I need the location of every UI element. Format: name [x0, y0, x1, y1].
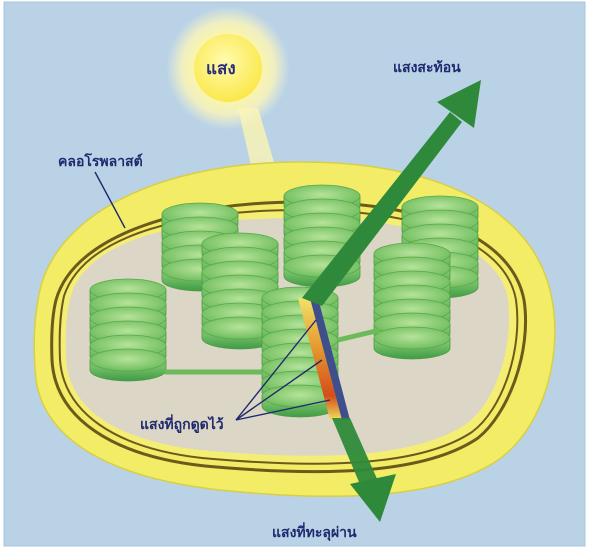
reflected-light-arrow: [302, 80, 481, 306]
absorbed-light-label: แสงที่ถูกดูดไว้: [140, 417, 224, 433]
grana-stacks: [89, 184, 479, 418]
light-label: แสง: [206, 59, 236, 79]
absorbed-pointers: [235, 319, 331, 421]
sun-icon: [166, 6, 290, 130]
reflected-light-label: แสงสะท้อน: [393, 60, 461, 76]
chloroplast-label: คลอโรพลาสต์: [58, 154, 143, 170]
chloroplast-pointer: [94, 171, 126, 229]
transmitted-light-label: แสงที่ทะลุผ่าน: [272, 525, 357, 541]
transmitted-light-arrow: [332, 418, 396, 522]
